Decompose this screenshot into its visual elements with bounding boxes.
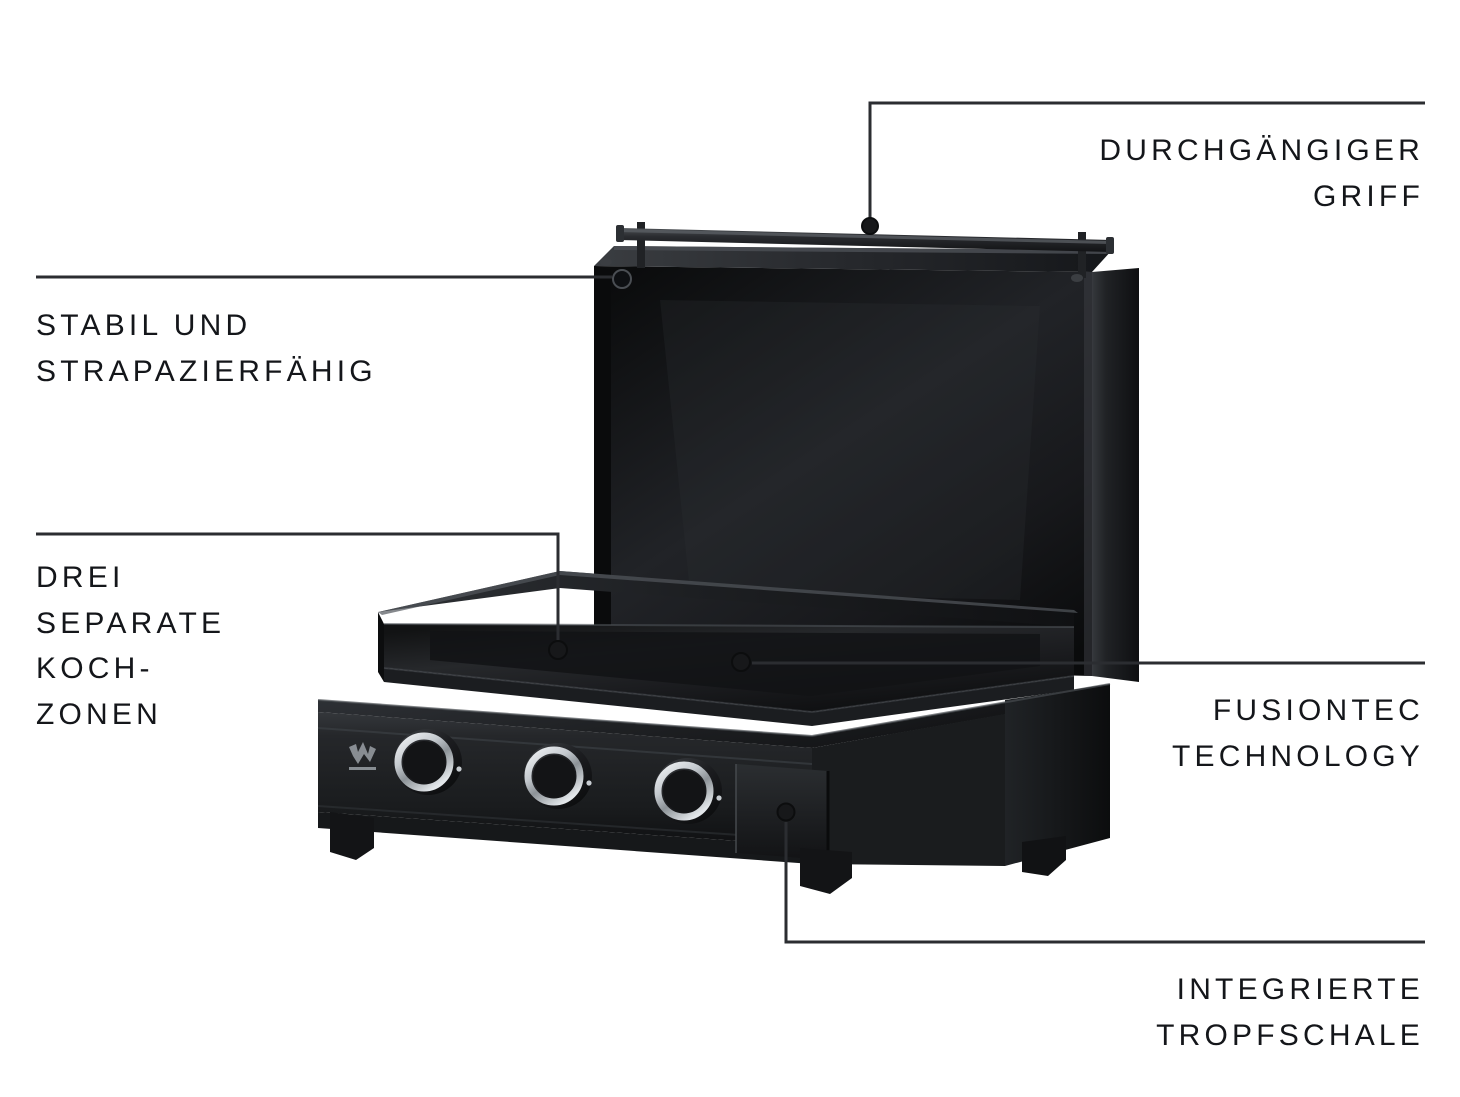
lid-inner-reflection <box>660 300 1040 600</box>
foot-right <box>800 848 852 894</box>
callout-integrierte-tropfschale: INTEGRIERTE TROPFSCHALE <box>1156 973 1424 1052</box>
callout-drei-separate-kochzonen: DREI SEPARATE KOCH- ZONEN <box>36 561 226 731</box>
griddle-left-wall <box>378 612 384 682</box>
base-top-edge-highlight <box>317 683 1111 738</box>
handle-cap-right <box>1106 237 1114 254</box>
lid-side-edge <box>1092 268 1139 682</box>
control-knob-3[interactable] <box>654 758 722 824</box>
griddle-front-lip <box>384 668 1074 726</box>
lid-top-highlight <box>614 246 1112 254</box>
handle-cap-left <box>616 225 624 242</box>
base-top-deck <box>318 684 1110 748</box>
callout-stabil-und-strapazierfaehig: STABIL UND STRAPAZIERFÄHIG <box>36 309 377 388</box>
lid-bolt-left <box>600 258 612 266</box>
lid-right-pillar <box>1084 272 1093 676</box>
lid-bolt-right <box>1071 274 1083 282</box>
wmf-logo <box>349 742 376 770</box>
handle-bar-highlight <box>620 229 1110 244</box>
lid-assembly <box>594 222 1139 682</box>
handle-post-right <box>1078 232 1086 278</box>
callout-fusiontec-technology: FUSIONTEC TECHNOLOGY <box>1171 694 1424 773</box>
handle-post-left <box>637 222 645 268</box>
drip-tray <box>736 764 828 860</box>
control-panel-lower <box>318 812 812 864</box>
panel-seam-mid <box>317 805 813 841</box>
lid-panel <box>594 266 1092 676</box>
callout-durchgaengiger-griff: DURCHGÄNGIGER GRIFF <box>1099 134 1424 213</box>
griddle-front-highlight <box>383 667 1075 714</box>
lid-left-inner-edge <box>594 266 611 666</box>
control-knob-2[interactable] <box>524 743 592 809</box>
foot-left <box>330 812 374 860</box>
base-right-side <box>1005 684 1110 866</box>
foot-far-right <box>1022 836 1066 876</box>
control-knob-1[interactable] <box>394 729 462 795</box>
